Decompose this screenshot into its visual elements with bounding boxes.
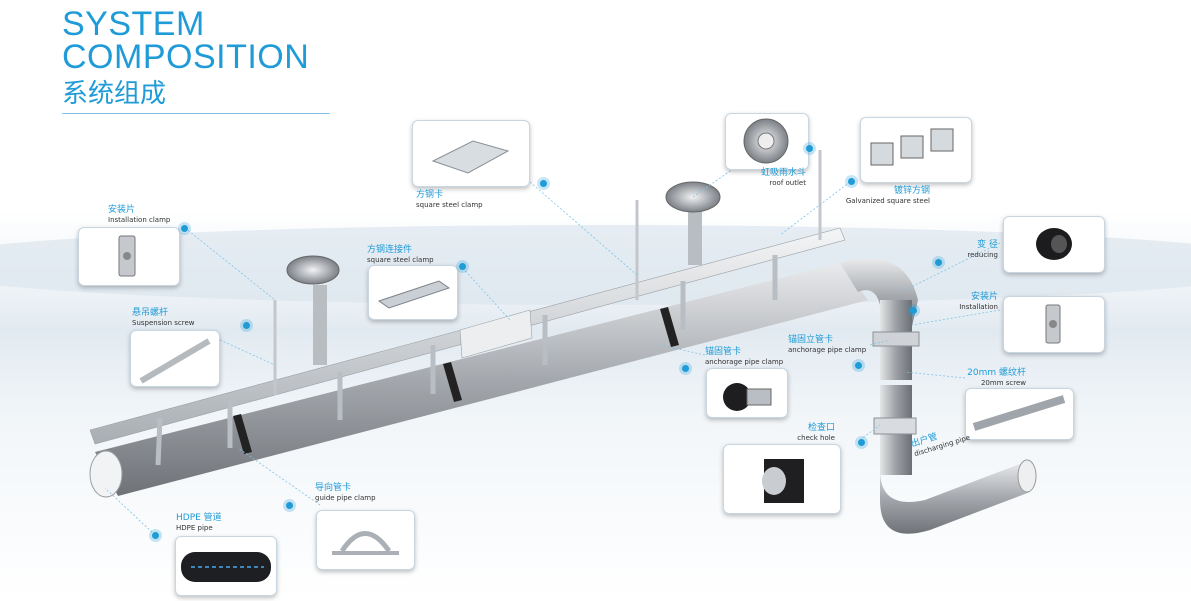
galvanized-square-steel-photo bbox=[860, 117, 972, 183]
check-hole-photo bbox=[723, 444, 841, 514]
callout-dot bbox=[152, 532, 159, 539]
callout-dot bbox=[243, 322, 250, 329]
roof-outlet-photo bbox=[725, 113, 809, 170]
hdpe-pipe-photo bbox=[175, 536, 277, 596]
callout-dot bbox=[286, 502, 293, 509]
title-divider bbox=[62, 113, 330, 114]
callout-dot bbox=[855, 362, 862, 369]
hdpe-main-pipe bbox=[89, 263, 868, 498]
hanger-brackets bbox=[155, 255, 778, 466]
callout-dot bbox=[540, 180, 547, 187]
callout-dot bbox=[682, 365, 689, 372]
anchorage-pipe-clamp-photo bbox=[706, 368, 788, 418]
roof-outlet-left bbox=[286, 255, 340, 365]
guide-pipe-clamp-photo bbox=[316, 510, 415, 570]
callout-dot bbox=[935, 259, 942, 266]
callout-dot bbox=[858, 439, 865, 446]
installation-clamp-photo-left bbox=[78, 227, 180, 286]
title-line-1: SYSTEM bbox=[62, 5, 205, 43]
installation-clamp-photo-right bbox=[1003, 296, 1105, 353]
suspension-rods bbox=[273, 150, 822, 395]
callout-dot bbox=[459, 263, 466, 270]
callout-dot bbox=[181, 225, 188, 232]
callout-dot bbox=[910, 307, 917, 314]
callout-dot bbox=[806, 145, 813, 152]
square-steel-beam bbox=[89, 227, 846, 445]
title-chinese: 系统组成 bbox=[62, 79, 167, 109]
riser-pipe bbox=[840, 258, 1037, 534]
reducing-photo bbox=[1003, 216, 1105, 273]
title-block: SYSTEM COMPOSITION 系统组成 bbox=[62, 5, 310, 110]
square-steel-clamp-photo bbox=[412, 120, 530, 187]
20mm-screw-photo bbox=[965, 388, 1074, 440]
suspension-screw-photo bbox=[130, 330, 220, 387]
callout-dot bbox=[848, 178, 855, 185]
title-line-2: COMPOSITION bbox=[62, 38, 310, 76]
square-steel-connector-photo bbox=[368, 265, 458, 320]
